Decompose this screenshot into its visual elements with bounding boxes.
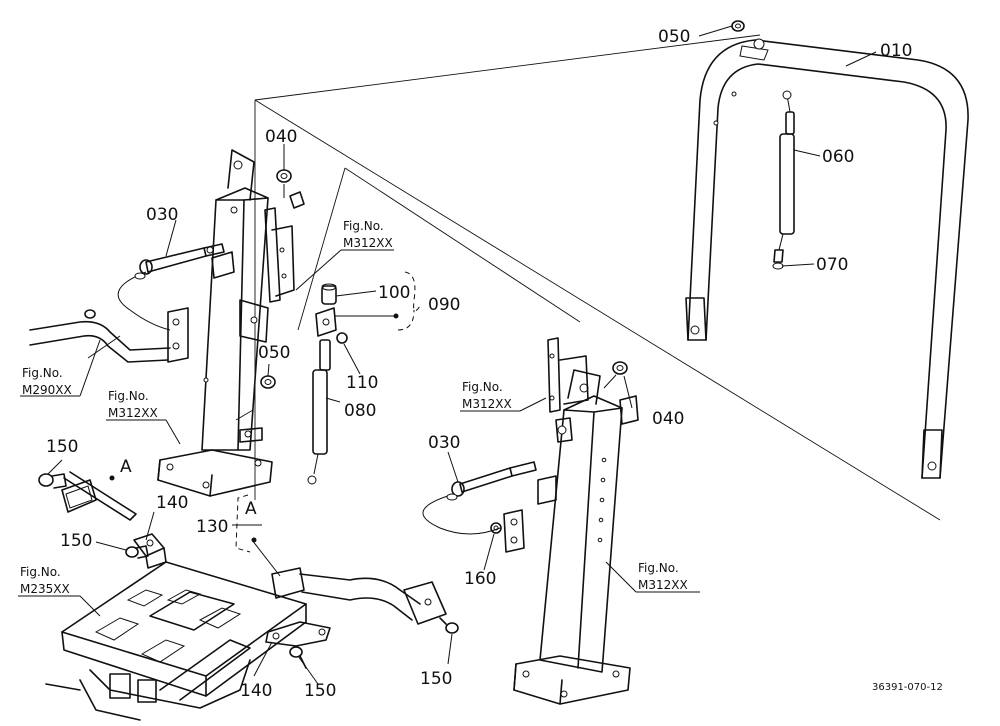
lever-assembly-130 <box>271 567 447 625</box>
bracket-140-top <box>133 533 167 569</box>
damper-080 <box>307 339 331 485</box>
fig-ref-number: M312XX <box>462 397 512 411</box>
fig-ref-number: M290XX <box>22 383 72 397</box>
linkage-bar-m290 <box>29 309 171 363</box>
washer-070 <box>772 262 784 270</box>
fig-ref-m312-d: Fig.No. M312XX <box>638 561 688 592</box>
bolt-150-c <box>289 646 307 669</box>
callout-050-mid: 050 <box>258 343 290 363</box>
bolt-040-left <box>276 169 305 209</box>
fig-ref-m312-c: Fig.No. M312XX <box>462 380 512 411</box>
callout-150-a: 150 <box>46 437 78 457</box>
fig-ref-underlines <box>18 249 700 617</box>
fig-ref-label: Fig.No. <box>343 219 384 233</box>
callout-050-top: 050 <box>658 27 690 47</box>
right-post <box>503 337 639 705</box>
callout-140-top: 140 <box>156 493 188 513</box>
callout-040-left: 040 <box>265 127 297 147</box>
fig-ref-label: Fig.No. <box>22 366 63 380</box>
callout-ref-a1: A <box>120 457 132 477</box>
bolt-150-b <box>125 545 149 559</box>
callout-150-d: 150 <box>420 669 452 689</box>
bolt-040-right <box>603 361 628 389</box>
callout-100: 100 <box>378 283 410 303</box>
callout-110: 110 <box>346 373 378 393</box>
left-post <box>157 149 295 497</box>
callout-060: 060 <box>822 147 854 167</box>
drawing-code: 36391-070-12 <box>872 682 943 693</box>
callout-160: 160 <box>464 569 496 589</box>
nut-050-top <box>731 20 745 32</box>
callout-040-right: 040 <box>652 409 684 429</box>
bolt-150-a <box>38 471 137 521</box>
pin-030-right <box>422 461 537 535</box>
callout-080: 080 <box>344 401 376 421</box>
fig-ref-number: M312XX <box>108 406 158 420</box>
callout-030-right: 030 <box>428 433 460 453</box>
callout-140-bottom: 140 <box>240 681 272 701</box>
nut-160 <box>490 522 502 534</box>
callout-150-b: 150 <box>60 531 92 551</box>
fig-ref-number: M312XX <box>343 236 393 250</box>
clamp-a <box>61 479 97 513</box>
bracket-140-bottom <box>265 621 331 647</box>
bolt-150-d <box>439 617 459 634</box>
fig-ref-number: M312XX <box>638 578 688 592</box>
fig-ref-m312-a: Fig.No. M312XX <box>343 219 393 250</box>
leader-lines <box>47 25 877 685</box>
alignment-guides <box>235 34 941 521</box>
callout-150-c: 150 <box>304 681 336 701</box>
gas-damper-060 <box>773 90 795 263</box>
fig-ref-number: M235XX <box>20 582 70 596</box>
fig-ref-label: Fig.No. <box>638 561 679 575</box>
fig-ref-label: Fig.No. <box>20 565 61 579</box>
fig-ref-m235: Fig.No. M235XX <box>20 565 70 596</box>
callout-ref-a2: A <box>245 499 257 519</box>
bushing-100 <box>321 283 337 305</box>
callout-010: 010 <box>880 41 912 61</box>
callout-130: 130 <box>196 517 228 537</box>
seat-base <box>45 561 307 721</box>
fig-ref-m312-b: Fig.No. M312XX <box>108 389 158 420</box>
fig-ref-label: Fig.No. <box>108 389 149 403</box>
callout-030-left: 030 <box>146 205 178 225</box>
callout-090: 090 <box>428 295 460 315</box>
rollover-bar-010 <box>685 38 969 479</box>
nut-050-mid <box>260 375 276 389</box>
bracket-090 <box>315 307 348 344</box>
fig-ref-label: Fig.No. <box>462 380 503 394</box>
callout-070: 070 <box>816 255 848 275</box>
pin-030-left <box>117 243 225 331</box>
fig-ref-m290: Fig.No. M290XX <box>22 366 72 397</box>
callout-labels: 010 050 060 070 040 030 100 090 110 050 … <box>46 27 912 701</box>
